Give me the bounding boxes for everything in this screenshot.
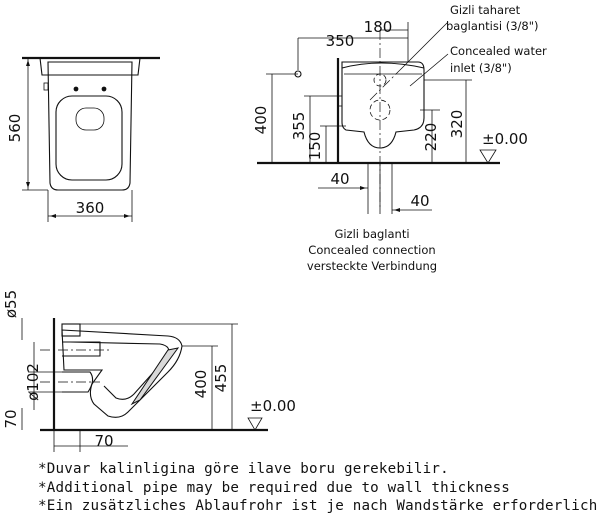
dim-70-h: 70 <box>94 432 113 450</box>
dim-40-right: 40 <box>410 192 429 210</box>
side-view: 350 180 400 355 150 220 320 ±0.00 40 40 <box>252 3 547 273</box>
notes-block: *Duvar kalinligina göre ilave boru gerek… <box>38 460 598 516</box>
dim-d102: ø102 <box>24 363 42 401</box>
note-turkish: *Duvar kalinligina göre ilave boru gerek… <box>38 461 449 477</box>
dim-400-section: 400 <box>192 370 210 399</box>
side-knob <box>43 82 49 91</box>
section-outlet-pipe <box>62 371 94 393</box>
section-connector <box>62 341 101 357</box>
section-bowl-solid <box>130 347 180 406</box>
note-english: *Additional pipe may be required due to … <box>38 479 511 496</box>
label-conn-1: Gizli baglanti <box>334 227 409 241</box>
dim-350: 350 <box>326 32 355 50</box>
note-german: *Ein zusätzliches Ablaufrohr ist je nach… <box>38 498 598 514</box>
arrow-40-right <box>394 208 400 212</box>
dim-455: 455 <box>212 364 230 393</box>
label-conn-2: Concealed connection <box>308 243 435 257</box>
dim-d55: ø55 <box>2 290 20 318</box>
side-view-nub <box>337 95 343 107</box>
section-bowl <box>61 329 183 418</box>
top-view: 560 360 <box>6 56 160 222</box>
label-taharet-1: Gizli taharet <box>450 3 521 17</box>
top-view-bowl <box>47 61 133 191</box>
dim-355: 355 <box>290 112 308 141</box>
leader-taharet <box>399 21 449 71</box>
side-view-outlet <box>369 99 391 121</box>
ground-marker-top <box>479 149 497 164</box>
dim-560: 560 <box>6 114 24 143</box>
hinge-left <box>73 86 79 92</box>
top-view-cistern <box>39 57 141 76</box>
dim-150: 150 <box>306 132 324 161</box>
dim-180: 180 <box>364 18 393 36</box>
dim-320: 320 <box>448 110 466 139</box>
ground-label-bottom: ±0.00 <box>250 397 296 415</box>
side-view-bowl <box>341 61 425 149</box>
label-inlet-1: Concealed water <box>450 44 547 58</box>
leader-inlet <box>409 53 449 87</box>
side-view-lid <box>341 62 425 69</box>
dim-70-v: 70 <box>2 409 20 428</box>
dim-360: 360 <box>76 199 105 217</box>
label-conn-3: versteckte Verbindung <box>307 259 437 273</box>
side-view-diag <box>369 69 401 101</box>
top-view-opening <box>75 107 105 131</box>
hinge-right <box>101 86 107 92</box>
ground-marker-bottom <box>247 417 263 431</box>
arrow-40-left <box>360 186 366 190</box>
label-taharet-2: baglantisi (3/8") <box>446 19 539 33</box>
section-inlet-pipe <box>61 323 81 337</box>
top-view-seat <box>55 95 123 181</box>
ground-label-top: ±0.00 <box>482 130 528 148</box>
label-inlet-2: inlet (3/8") <box>450 61 512 75</box>
section-view: ø55 ø102 70 70 400 455 ±0.00 <box>2 290 296 452</box>
dim-400-side: 400 <box>252 106 270 135</box>
dim-40-left: 40 <box>330 170 349 188</box>
dim-220: 220 <box>422 123 440 152</box>
